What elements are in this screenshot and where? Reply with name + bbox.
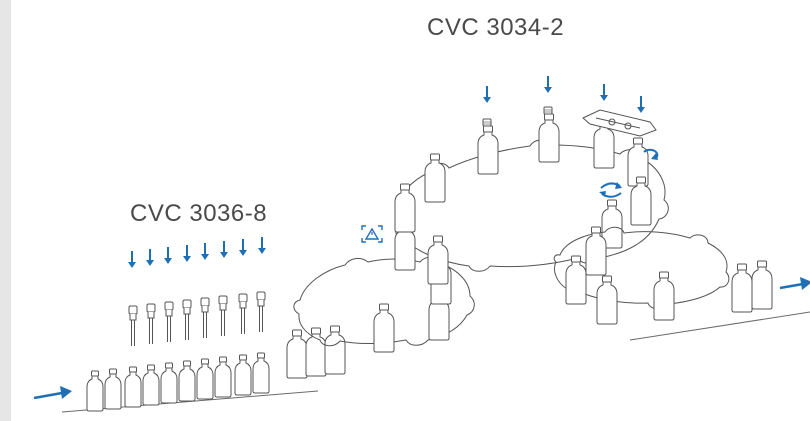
arrow-down-icon [163,246,173,265]
arrow-right-icon [779,277,810,290]
outfeed-conveyor-line [629,311,810,341]
arrow-right-icon [33,386,72,400]
arrow-down-icon [543,75,553,94]
arrow-down-icon [127,250,137,269]
machine-label-cvc-3036-8: CVC 3036-8 [130,200,268,227]
transfer-bottles [286,325,346,379]
rotate-icon [643,148,659,160]
arrow-down-icon [482,85,492,104]
arrow-down-icon [200,242,210,261]
machine-label-cvc-3034-2: CVC 3034-2 [427,14,565,41]
arrow-down-icon [599,83,609,102]
main-wheel-bottles [394,113,652,285]
arrow-down-icon [636,95,646,114]
star-wheel-left [293,256,475,347]
arrow-down-icon [145,248,155,267]
infeed-conveyor-line [61,390,319,413]
rotate-icon [599,182,622,198]
warning-icon [361,225,383,243]
capping-gripper [582,109,657,137]
arrow-down-icon [182,244,192,263]
arrow-down-icon [257,236,267,255]
left-rule [0,0,11,421]
outfeed-bottles [731,260,773,313]
dropper-group [128,291,266,347]
arrow-down-icon [238,238,248,257]
arrow-down-icon [219,240,229,259]
cap-drop-arrows-left [127,236,267,269]
